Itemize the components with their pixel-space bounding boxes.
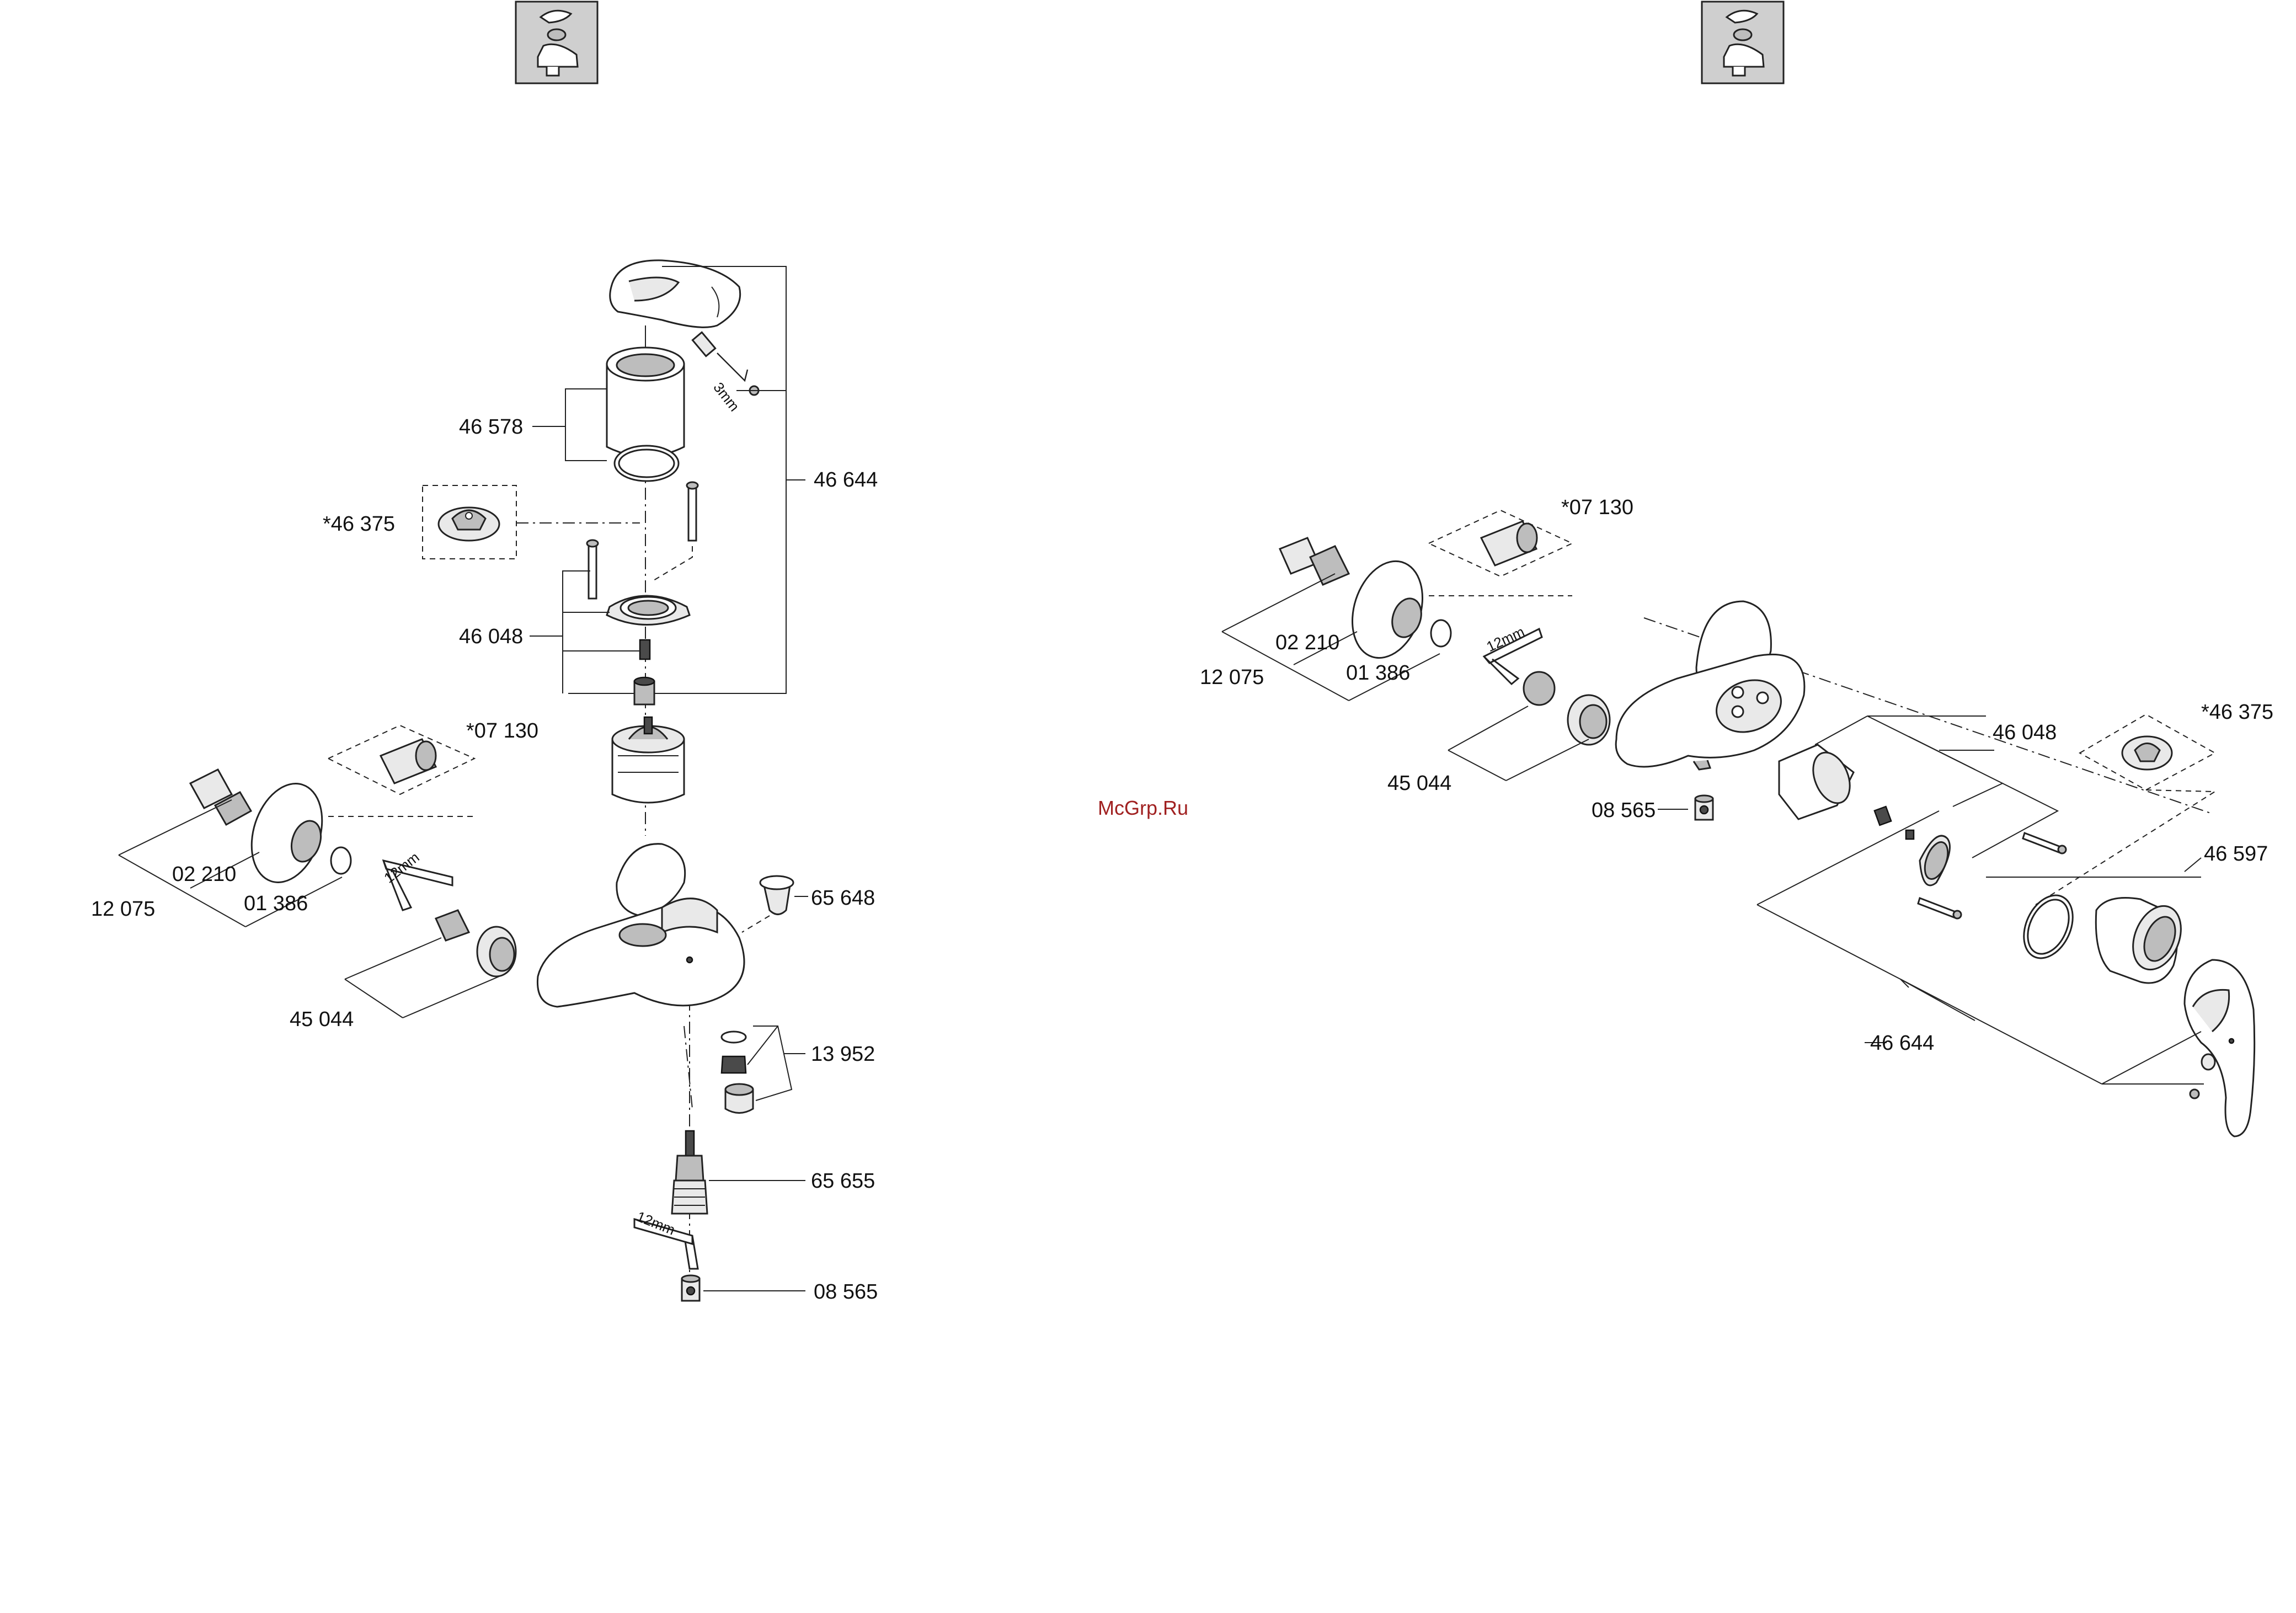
- label-46578: 46 578: [459, 415, 523, 439]
- label-13952: 13 952: [811, 1043, 875, 1066]
- small-nipple: [1695, 795, 1713, 820]
- mounting-flange: [1920, 836, 1952, 885]
- small-nipple: [682, 1275, 700, 1301]
- label-45044-right: 45 044: [1387, 772, 1451, 795]
- lever-handle: [610, 260, 740, 327]
- label-01386-right: 01 386: [1346, 661, 1410, 685]
- escutcheon-rosette: [240, 775, 334, 891]
- plug: [760, 876, 793, 915]
- tool-3mm-label: 3mm: [710, 379, 743, 414]
- optional-part-07130: [1429, 510, 1572, 576]
- washer: [1431, 620, 1451, 647]
- mixer-body: [1616, 601, 1804, 770]
- label-46375-left: *46 375: [323, 512, 395, 536]
- union-nut: [436, 910, 516, 976]
- label-12075-right: 12 075: [1200, 666, 1264, 689]
- grub-screw: [2190, 1054, 2215, 1098]
- label-02210-left: 02 210: [172, 863, 236, 886]
- label-01386-left: 01 386: [244, 892, 308, 915]
- optional-part-46375: [423, 485, 516, 559]
- label-65648: 65 648: [811, 886, 875, 910]
- small-screw: [640, 640, 650, 659]
- diverter-valve: [672, 1131, 707, 1214]
- label-65655: 65 655: [811, 1169, 875, 1193]
- label-46048-left: 46 048: [459, 625, 523, 648]
- cover-cap: [607, 328, 684, 457]
- label-46597: 46 597: [2204, 842, 2268, 866]
- cover-cap: [2096, 898, 2190, 984]
- right-exploded-view: *07 130 02 210 12 075 01 386 12mm 45 044: [1200, 496, 2273, 1136]
- inlet-nipple: [190, 770, 251, 825]
- label-45044-left: 45 044: [290, 1008, 354, 1031]
- mounting-flange: [607, 596, 690, 625]
- watermark-text: McGrp.Ru: [1098, 797, 1188, 819]
- lever-handle: [2185, 960, 2255, 1136]
- union-nut: [1524, 672, 1610, 745]
- label-07130-right: *07 130: [1561, 496, 1633, 519]
- adapter: [634, 677, 654, 704]
- label-08565-left: 08 565: [814, 1280, 878, 1304]
- fixing-screws: [587, 482, 698, 599]
- label-46375-right: *46 375: [2201, 701, 2273, 724]
- label-46644: 46 644: [814, 468, 878, 492]
- label-02210-right: 02 210: [1275, 631, 1339, 654]
- left-exploded-view: 3mm 46 578 46 644 *46 375: [91, 260, 878, 1304]
- label-07130-left: *07 130: [466, 719, 538, 743]
- optional-part-07130: [328, 725, 474, 794]
- mixer-body: [537, 844, 744, 1007]
- washer: [331, 847, 351, 874]
- optional-part-46375: [2080, 714, 2215, 790]
- cartridge: [612, 717, 684, 803]
- cartridge: [1779, 745, 1914, 839]
- label-46644-right: 46 644: [1870, 1032, 1934, 1055]
- faucet-type-icon: [1702, 2, 1784, 83]
- label-08565-right: 08 565: [1592, 799, 1656, 822]
- faucet-type-icon: [516, 2, 597, 83]
- escutcheon-rosette: [1341, 552, 1434, 667]
- inlet-nipple: [1280, 538, 1349, 585]
- label-12075-left: 12 075: [91, 898, 155, 921]
- aerator: [722, 1032, 753, 1113]
- label-46048-right: 46 048: [1993, 721, 2057, 744]
